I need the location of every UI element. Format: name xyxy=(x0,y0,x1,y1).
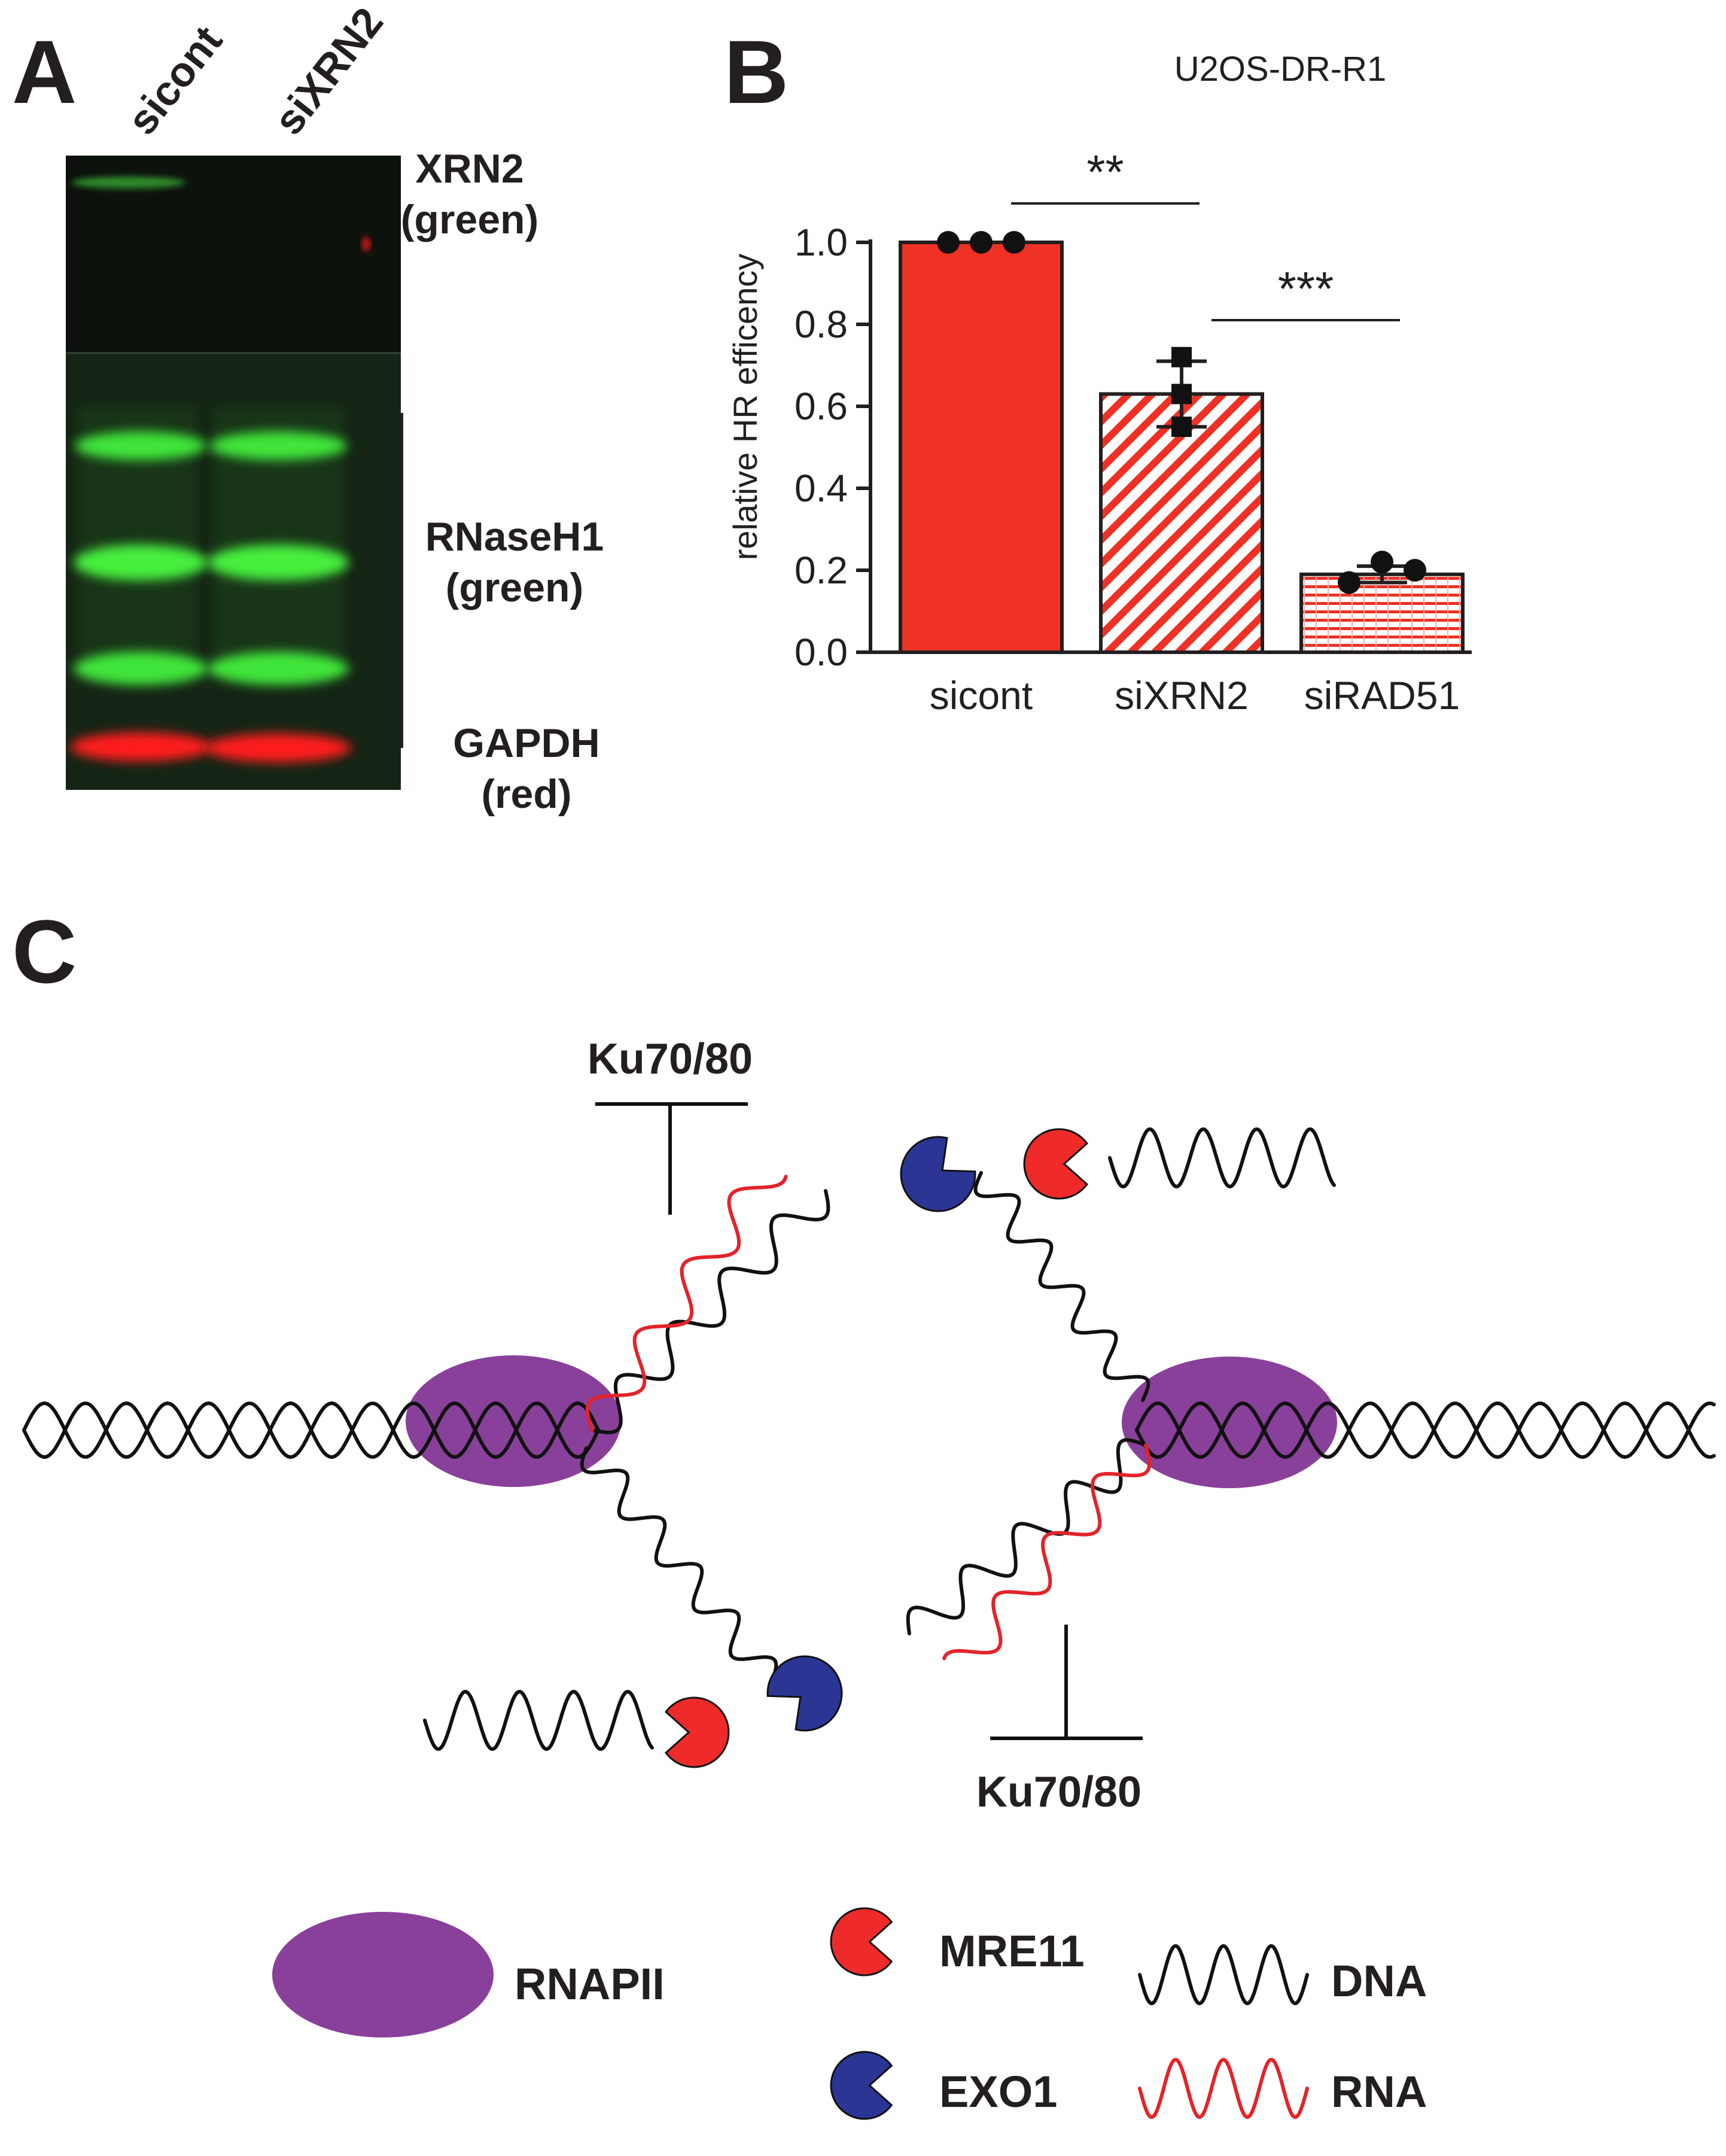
data-point-siXRN2 xyxy=(1171,346,1192,367)
dna-helix-right-strand-2 xyxy=(1135,1401,1716,1459)
y-tick-label: 0.8 xyxy=(794,303,848,346)
panel-c-letter: C xyxy=(12,901,77,1002)
significance-stars: *** xyxy=(1278,262,1334,315)
dna-fragment-top-right xyxy=(1108,1127,1336,1189)
rloop-model-diagram xyxy=(22,1102,1716,2120)
legend-label-rnapii: RNAPII xyxy=(515,1959,665,2009)
data-point-siRAD51 xyxy=(1404,559,1426,582)
data-point-siXRN2 xyxy=(1171,416,1192,437)
rnapii-right xyxy=(1122,1357,1337,1488)
dna-strand-upper-right xyxy=(973,1171,1150,1402)
data-point-siRAD51 xyxy=(1371,551,1393,574)
xrn2-band-sicont xyxy=(72,177,185,188)
gapdh-label: GAPDH (red) xyxy=(437,718,616,820)
exo1-icon-top-right xyxy=(900,1136,976,1212)
rnaseh1-label: RNaseH1 (green) xyxy=(419,512,610,613)
dna-strand-upper-left xyxy=(590,1189,830,1434)
legend-label-dna: DNA xyxy=(1331,1956,1427,2006)
hr-efficiency-chart: U2OS-DR-R1 relative HR efficency 0.0 0.2 0… xyxy=(726,50,1472,717)
data-point-sicont xyxy=(1003,231,1025,254)
rnaseh1-band-2-sicont xyxy=(74,545,208,580)
rna-strand-lower-right xyxy=(942,1443,1152,1661)
legend-mre11-icon xyxy=(830,1907,893,1976)
rnaseh1-band-3-sicont xyxy=(74,652,208,685)
y-axis-label: relative HR efficency xyxy=(726,254,764,561)
lane-label-sicont: sicont xyxy=(118,17,232,144)
red-speck xyxy=(361,237,371,251)
legend-dna-icon xyxy=(1138,1944,1309,2006)
y-tick-label: 0.4 xyxy=(794,467,848,510)
dna-helix-left-strand-2 xyxy=(22,1401,600,1459)
bar-sicont xyxy=(899,241,1064,654)
significance-stars: ** xyxy=(1086,145,1124,199)
rnaseh1-band-1-sixrn2 xyxy=(209,431,347,460)
rnaseh1-band-2-sixrn2 xyxy=(208,545,349,580)
data-point-siXRN2 xyxy=(1171,384,1192,405)
mre11-icon-bottom-left xyxy=(665,1696,730,1768)
legend-label-exo1: EXO1 xyxy=(939,2067,1058,2117)
rnaseh1-band-3-sixrn2 xyxy=(208,652,349,685)
chart-title: U2OS-DR-R1 xyxy=(1174,50,1387,89)
rnaseh1-label-line1: RNaseH1 xyxy=(425,514,604,559)
rnaseh1-band-1-sicont xyxy=(75,431,206,460)
dna-strand-lower-left xyxy=(580,1446,778,1683)
xrn2-label-line1: XRN2 xyxy=(415,146,524,191)
dna-fragment-bottom-left xyxy=(423,1689,654,1751)
legend-exo1-icon xyxy=(830,2051,893,2120)
data-point-sicont xyxy=(937,231,960,254)
x-tick-label-sicont: sicont xyxy=(930,673,1033,717)
rnaseh1-bracket xyxy=(401,413,403,748)
gapdh-band-sicont xyxy=(70,732,211,761)
dna-helix-right-strand-1 xyxy=(1135,1401,1716,1459)
gapdh-label-line2: (red) xyxy=(481,771,572,817)
ku-label-bottom: Ku70/80 xyxy=(976,1768,1142,1816)
dna-strand-lower-right xyxy=(906,1438,1147,1635)
gapdh-label-line1: GAPDH xyxy=(453,720,600,766)
ku-label-top: Ku70/80 xyxy=(587,1035,753,1083)
legend-rnapii-icon xyxy=(272,1912,494,2038)
gapdh-band-sixrn2 xyxy=(205,734,351,762)
y-tick-label: 0.0 xyxy=(794,631,848,674)
xrn2-label-line2: (green) xyxy=(400,197,539,242)
data-point-sicont xyxy=(970,231,993,254)
legend-rna-icon xyxy=(1138,2057,1309,2119)
bar-siXRN2 xyxy=(1099,392,1264,654)
legend-label-mre11: MRE11 xyxy=(939,1926,1085,1976)
lane-label-sixrn2: siXRN2 xyxy=(264,0,392,144)
panel-a-letter: A xyxy=(12,22,77,122)
panel-b-letter: B xyxy=(724,22,789,122)
xrn2-label: XRN2 (green) xyxy=(383,144,556,245)
mre11-icon-top-right xyxy=(1023,1128,1088,1200)
x-tick-label-siXRN2: siXRN2 xyxy=(1115,673,1249,717)
rnaseh1-label-line2: (green) xyxy=(445,565,584,610)
legend-label-rna: RNA xyxy=(1331,2067,1427,2117)
western-blot xyxy=(66,156,401,790)
x-tick-label-siRAD51: siRAD51 xyxy=(1304,673,1460,717)
y-tick-label: 0.6 xyxy=(794,385,848,428)
data-point-siRAD51 xyxy=(1338,571,1360,594)
y-tick-label: 1.0 xyxy=(794,221,848,264)
y-tick-label: 0.2 xyxy=(794,549,848,592)
exo1-icon-bottom-left xyxy=(766,1655,843,1732)
rna-strand-upper-left xyxy=(585,1175,788,1432)
bar-siRAD51 xyxy=(1299,572,1465,654)
